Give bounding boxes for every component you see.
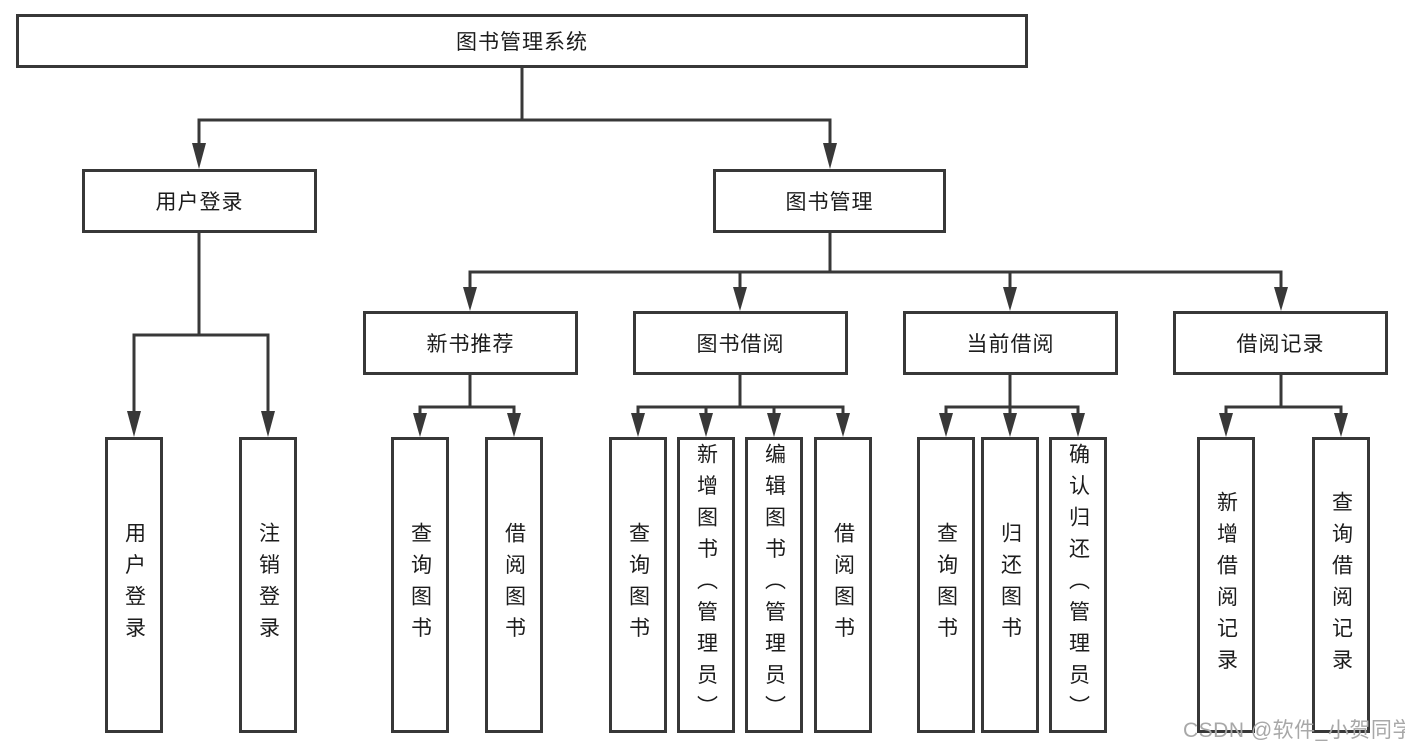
leaf-current-query-books-label: 查询图书 [934, 522, 958, 648]
leaf-records-add-record-label: 新增借阅记录 [1214, 490, 1238, 680]
node-book-borrow: 图书借阅 [633, 311, 848, 375]
watermark: CSDN @软件_小贺同学 [1183, 719, 1405, 742]
leaf-records-add-record: 新增借阅记录 [1197, 437, 1255, 733]
leaf-records-query-record-label: 查询借阅记录 [1329, 490, 1353, 680]
leaf-logout-label: 注销登录 [256, 522, 280, 648]
leaf-borrow-add-books-admin-label: 新增图书（管理员） [694, 443, 718, 727]
node-root: 图书管理系统 [16, 14, 1028, 68]
leaf-current-query-books: 查询图书 [917, 437, 975, 733]
leaf-current-confirm-return-admin-label: 确认归还（管理员） [1066, 443, 1090, 727]
leaf-borrow-edit-books-admin: 编辑图书（管理员） [745, 437, 803, 733]
node-new-book-recommend-label: 新书推荐 [426, 333, 515, 356]
leaf-user-login-label: 用户登录 [122, 522, 146, 648]
leaf-recommend-query-books-label: 查询图书 [408, 522, 432, 648]
leaf-logout: 注销登录 [239, 437, 297, 733]
node-book-borrow-label: 图书借阅 [696, 333, 785, 356]
node-root-label: 图书管理系统 [456, 31, 588, 54]
leaf-borrow-borrow-books: 借阅图书 [814, 437, 872, 733]
node-book-management-label: 图书管理 [785, 191, 874, 214]
leaf-recommend-query-books: 查询图书 [391, 437, 449, 733]
leaf-current-return-books: 归还图书 [981, 437, 1039, 733]
leaf-recommend-borrow-books-label: 借阅图书 [502, 522, 526, 648]
node-borrow-records-label: 借阅记录 [1236, 333, 1325, 356]
leaf-records-query-record: 查询借阅记录 [1312, 437, 1370, 733]
node-book-management: 图书管理 [713, 169, 946, 233]
leaf-borrow-add-books-admin: 新增图书（管理员） [677, 437, 735, 733]
leaf-recommend-borrow-books: 借阅图书 [485, 437, 543, 733]
node-current-borrow: 当前借阅 [903, 311, 1118, 375]
node-user-login-label: 用户登录 [155, 191, 244, 214]
node-user-login: 用户登录 [82, 169, 317, 233]
leaf-borrow-query-books-label: 查询图书 [626, 522, 650, 648]
node-borrow-records: 借阅记录 [1173, 311, 1388, 375]
leaf-user-login: 用户登录 [105, 437, 163, 733]
leaf-borrow-borrow-books-label: 借阅图书 [831, 522, 855, 648]
leaf-borrow-query-books: 查询图书 [609, 437, 667, 733]
leaf-current-return-books-label: 归还图书 [998, 522, 1022, 648]
leaf-borrow-edit-books-admin-label: 编辑图书（管理员） [762, 443, 786, 727]
leaf-current-confirm-return-admin: 确认归还（管理员） [1049, 437, 1107, 733]
node-new-book-recommend: 新书推荐 [363, 311, 578, 375]
node-current-borrow-label: 当前借阅 [966, 333, 1055, 356]
